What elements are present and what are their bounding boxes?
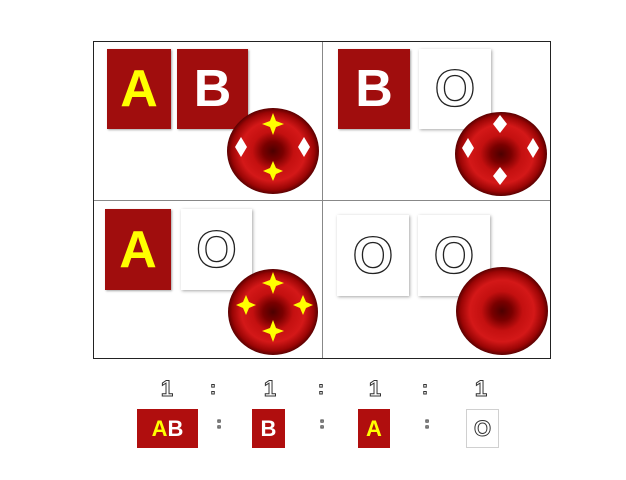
antigen-a-star-icon <box>262 320 284 342</box>
antigen-b-diamond-icon <box>493 115 507 133</box>
antigen-a-star-icon <box>236 295 256 315</box>
antigen-b-diamond-icon <box>493 167 507 185</box>
blood-type-ab-label-b: B <box>167 415 184 441</box>
ratio-number: 1 <box>474 376 488 402</box>
blood-type-a-box: A <box>358 409 390 448</box>
ratio-separator: : <box>424 415 430 433</box>
red-blood-cell-a <box>228 269 318 355</box>
ratio-number: 1 <box>160 376 174 402</box>
ratio-separator: : <box>210 378 217 399</box>
antigen-a-star-icon <box>293 295 313 315</box>
grid-divider-horizontal <box>94 200 550 201</box>
allele-tile-o: O <box>337 215 409 296</box>
allele-tile-b: B <box>177 49 248 129</box>
ratio-separator: : <box>318 378 325 399</box>
red-blood-cell-b <box>455 112 547 196</box>
antigen-a-star-icon <box>262 113 284 135</box>
allele-tile-a: A <box>107 49 171 129</box>
ratio-separator: : <box>319 415 325 433</box>
red-blood-cell-o <box>456 267 548 355</box>
ratio-number: 1 <box>263 376 277 402</box>
blood-type-b-box: B <box>252 409 285 448</box>
red-blood-cell-ab <box>227 108 319 194</box>
punnett-square <box>93 41 551 359</box>
allele-tile-o: O <box>419 49 491 129</box>
blood-type-ab-label-a: A <box>151 415 168 441</box>
antigen-a-star-icon <box>262 272 284 294</box>
antigen-b-diamond-icon <box>527 138 539 158</box>
ratio-separator: : <box>422 378 429 399</box>
allele-tile-b: B <box>338 49 410 129</box>
ratio-separator: : <box>216 415 222 433</box>
antigen-b-diamond-icon <box>235 137 247 157</box>
blood-type-o-box: O <box>466 409 499 448</box>
allele-tile-a: A <box>105 209 171 290</box>
antigen-b-diamond-icon <box>462 138 474 158</box>
antigen-b-diamond-icon <box>298 137 310 157</box>
allele-tile-o: O <box>181 209 252 290</box>
ratio-number: 1 <box>368 376 382 402</box>
antigen-a-star-icon <box>263 161 283 181</box>
